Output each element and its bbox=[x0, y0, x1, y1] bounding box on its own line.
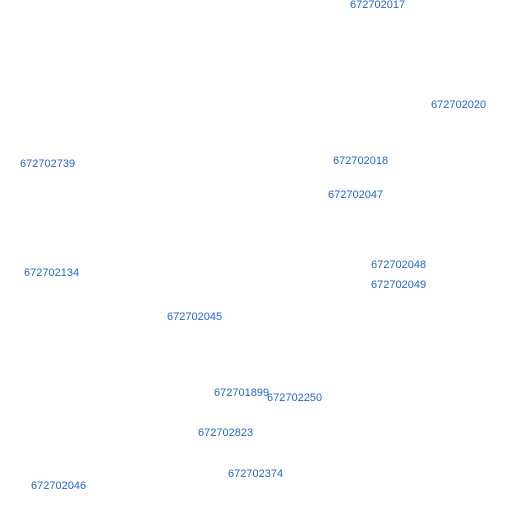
parcel-label[interactable]: 672702047 bbox=[328, 189, 384, 201]
parcel-label[interactable]: 672702049 bbox=[371, 279, 427, 291]
parcel-label[interactable]: 672702823 bbox=[198, 427, 254, 439]
parcel-label[interactable]: 672702017 bbox=[350, 0, 406, 11]
parcel-label[interactable]: 672702374 bbox=[228, 468, 284, 480]
parcel-label[interactable]: 672702134 bbox=[24, 267, 80, 279]
parcel-label[interactable]: 672702250 bbox=[267, 392, 323, 404]
parcel-label[interactable]: 672702045 bbox=[167, 311, 223, 323]
parcel-label[interactable]: 672701899 bbox=[214, 387, 270, 399]
parcel-label[interactable]: 672702048 bbox=[371, 259, 427, 271]
parcel-label[interactable]: 672702739 bbox=[20, 158, 76, 170]
parcel-label[interactable]: 672702046 bbox=[31, 480, 87, 492]
parcel-label[interactable]: 672702018 bbox=[333, 155, 389, 167]
parcel-label[interactable]: 672702020 bbox=[431, 99, 487, 111]
